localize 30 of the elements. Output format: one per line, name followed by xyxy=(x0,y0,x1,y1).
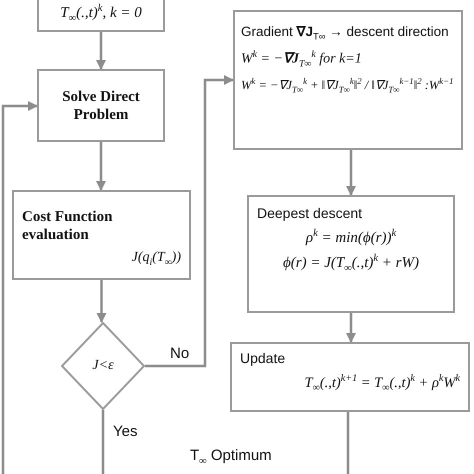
step-title: Solve Direct Problem xyxy=(61,88,141,124)
formula: T$_{∞}$(.,t)$^{k+1}$ = T$_{∞}$(.,t)$^{k}$ + ρ$^{k}$W$^{k}$ xyxy=(304,372,460,395)
arrow xyxy=(346,150,356,196)
formula: W$^{k}$ = −∇J$_{T∞}$$^{k}$ for k=1 xyxy=(241,49,363,70)
process-box xyxy=(247,195,455,313)
condition-text: J<ε xyxy=(92,358,114,374)
formula: J(q$_{i}$(T$_{∞}$)) xyxy=(132,250,181,268)
connector-line xyxy=(346,412,350,474)
arrow xyxy=(346,313,356,343)
process-box xyxy=(12,190,191,280)
step-title: Cost Function evaluation xyxy=(22,208,114,244)
step-title: Deepest descent xyxy=(257,205,364,222)
process-box xyxy=(37,0,165,32)
process-box xyxy=(233,10,463,150)
step-title: Update xyxy=(240,350,286,367)
formula: T$_{∞}$(.,t)$^{k}$, k = 0 xyxy=(60,3,142,26)
arrow xyxy=(145,75,234,368)
step-title: Gradient ∇J$_{T∞}$ → descent direction xyxy=(241,24,450,44)
decision-diamond xyxy=(61,322,145,410)
arrow xyxy=(96,280,106,323)
arrow xyxy=(96,142,106,191)
arrow xyxy=(2,101,38,474)
process-box xyxy=(230,342,470,412)
connector-line xyxy=(102,410,104,474)
result-note: T$_{∞}$ Optimum xyxy=(190,447,272,467)
process-box xyxy=(37,69,165,142)
arrow xyxy=(96,32,106,70)
formula: W$^{k}$ = −∇J$_{T∞}$$^{k}$ + ‖∇J$_{T∞}$$^{k}$‖$^{2}$ / ‖∇J$_{T∞}$$^{k−1}$‖$^{2}$ :W$^{k−1}$ xyxy=(241,76,454,96)
formula: ϕ(r) = J(T$_{∞}$(.,t)$^{k}$ + rW) xyxy=(282,252,420,276)
formula: ρ$^{k}$ = min(ϕ(r))$^{k}$ xyxy=(304,228,398,247)
